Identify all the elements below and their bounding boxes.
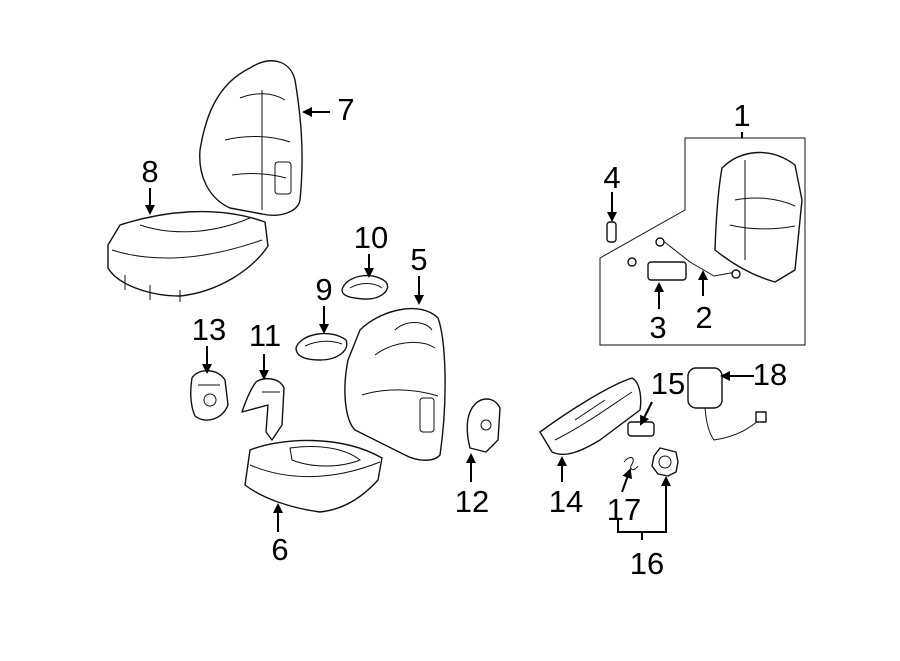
part-14-seat-track (539, 377, 642, 456)
callout-13: 13 (192, 312, 226, 347)
part-11-side-trim (241, 377, 285, 441)
callout-1: 1 (733, 98, 750, 133)
callout-2: 2 (695, 300, 712, 335)
part-16-knob (651, 447, 679, 477)
leader-lines (145, 107, 754, 540)
callout-6: 6 (271, 532, 288, 567)
part-7-seatback-cover (199, 60, 303, 216)
callout-10: 10 (354, 220, 388, 255)
part-17-spring (623, 457, 639, 471)
part-9-cover (295, 332, 348, 361)
callout-15: 15 (651, 366, 685, 401)
callout-5: 5 (410, 242, 427, 277)
part-12-side-trim (466, 398, 501, 453)
callout-labels: 7 8 10 9 5 13 11 6 12 14 15 17 16 18 4 1… (141, 92, 787, 581)
part-18-motor-harness (687, 367, 767, 441)
part-15-clip (627, 421, 655, 437)
callout-4: 4 (603, 160, 620, 195)
callout-14: 14 (549, 484, 583, 519)
part-10-cover (341, 274, 389, 300)
part-3-plate (647, 261, 687, 281)
part-8-cushion-cover (107, 210, 269, 302)
callout-17: 17 (607, 492, 641, 527)
callout-8: 8 (141, 154, 158, 189)
callout-16: 16 (630, 546, 664, 581)
callout-3: 3 (649, 310, 666, 345)
part-6-cushion-pad (244, 439, 383, 513)
part-5-seatback-pad (344, 307, 446, 461)
callout-9: 9 (315, 272, 332, 307)
callout-12: 12 (455, 484, 489, 519)
part-1-frame-group (599, 137, 806, 346)
callout-11: 11 (249, 318, 281, 353)
callout-18: 18 (753, 357, 787, 392)
callout-7: 7 (337, 92, 354, 127)
part-13-bracket (190, 370, 229, 421)
part-4-bolt (606, 221, 617, 243)
